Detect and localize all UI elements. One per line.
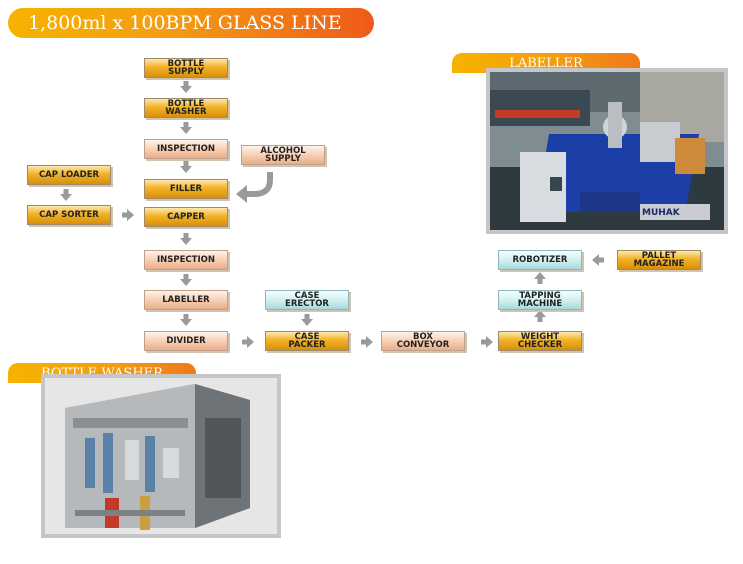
arrow-inspection-to-filler [180, 161, 192, 173]
arrow-labeller-to-divider [180, 314, 192, 326]
step-case-packer: CASE PACKER [265, 331, 349, 351]
arrow-alcohol-to-filler [246, 172, 273, 197]
machine-brand-text: MUHAK [642, 208, 681, 218]
step-bottle-washer: BOTTLE WASHER [144, 98, 228, 118]
arrow-packer-to-conveyor [361, 336, 373, 348]
arrow-erector-to-packer [301, 314, 313, 326]
step-inspection-2: INSPECTION [144, 250, 228, 270]
step-tapping-machine: TAPPING MACHINE [498, 290, 582, 310]
step-cap-loader: CAP LOADER [27, 165, 111, 185]
arrow-capper-to-inspection [180, 233, 192, 245]
step-pallet-magazine: PALLET MAGAZINE [617, 250, 701, 270]
arrow-conveyor-to-weight [481, 336, 493, 348]
step-filler: FILLER [144, 179, 228, 199]
arrow-supply-to-washer [180, 81, 192, 93]
arrow-washer-to-inspection [180, 122, 192, 134]
arrow-inspection-to-labeller [180, 274, 192, 286]
step-alcohol-supply: ALCOHOL SUPPLY [241, 145, 325, 165]
step-case-erector: CASE ERECTOR [265, 290, 349, 310]
arrow-divider-to-packer [242, 336, 254, 348]
step-divider: DIVIDER [144, 331, 228, 351]
arrow-caploader-to-capsorter [60, 189, 72, 201]
step-inspection-1: INSPECTION [144, 139, 228, 159]
arrow-pallet-to-robotizer [592, 254, 604, 266]
step-weight-checker: WEIGHT CHECKER [498, 331, 582, 351]
step-labeller: LABELLER [144, 290, 228, 310]
step-bottle-supply: BOTTLE SUPPLY [144, 58, 228, 78]
step-capper: CAPPER [144, 207, 228, 227]
arrow-capsorter-to-capper [122, 209, 134, 221]
arrow-weight-to-tapping [534, 310, 546, 322]
step-box-conveyor: BOX CONVEYOR [381, 331, 465, 351]
bottle-washer-photo [41, 374, 281, 538]
labeller-photo: MUHAK [486, 68, 728, 234]
page-title: 1,800ml x 100BPM GLASS LINE [8, 8, 374, 38]
step-cap-sorter: CAP SORTER [27, 205, 111, 225]
arrow-tapping-to-robotizer [534, 272, 546, 284]
step-robotizer: ROBOTIZER [498, 250, 582, 270]
